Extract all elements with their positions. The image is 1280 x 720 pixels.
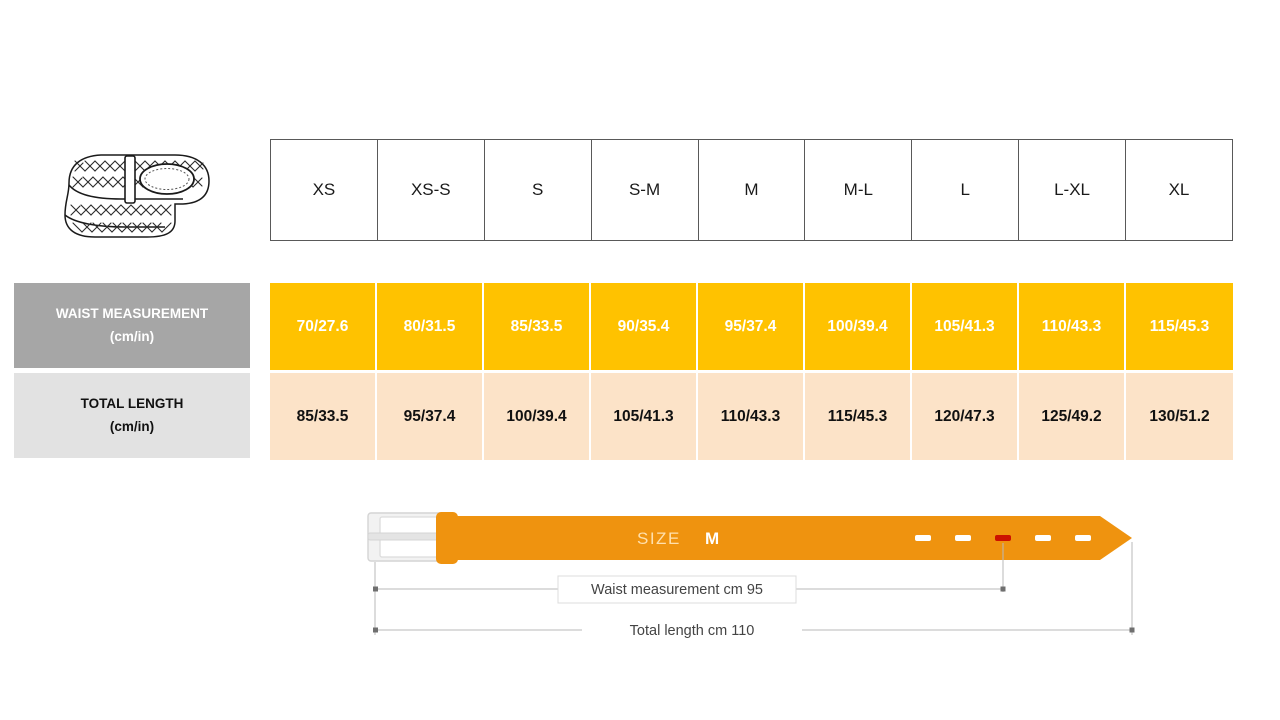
size-header-cell-l: L [911, 139, 1020, 241]
belt-buckle-icon [367, 512, 447, 562]
belt-keeper-loop [124, 155, 136, 204]
size-header-cell-s: S [483, 139, 592, 241]
size-header-cell-xs: XS [270, 139, 378, 241]
woven-belt-icon [64, 154, 210, 238]
table-row: 85/33.5 95/37.4 100/39.4 105/41.3 110/43… [270, 373, 1233, 460]
total-length-values-table: 85/33.5 95/37.4 100/39.4 105/41.3 110/43… [270, 373, 1233, 460]
belt-hole-5 [1075, 535, 1091, 541]
row-label-waist-measurement: WAIST MEASUREMENT (cm/in) [14, 283, 250, 368]
total-value-l: 120/47.3 [912, 373, 1019, 460]
total-value-xl: 130/51.2 [1126, 373, 1233, 460]
size-header-cell-l-xl: L-XL [1018, 139, 1126, 241]
total-value-m: 110/43.3 [698, 373, 805, 460]
row-label-total-unit: (cm/in) [109, 418, 155, 434]
row-label-waist-main: WAIST MEASUREMENT [55, 306, 209, 322]
belt-size-value: M [705, 529, 719, 548]
waist-measurement-values-table: 70/27.6 80/31.5 85/33.5 90/35.4 95/37.4 … [270, 283, 1233, 370]
size-header-cell-xs-s: XS-S [376, 139, 485, 241]
belt-hole-1 [915, 535, 931, 541]
waist-value-m-l: 100/39.4 [805, 283, 912, 370]
belt-measurement-diagram: SIZE M Waist measurement cm 95 [360, 500, 1160, 665]
waist-value-l-xl: 110/43.3 [1019, 283, 1126, 370]
total-value-xs-s: 95/37.4 [377, 373, 484, 460]
waist-dimension-label: Waist measurement cm 95 [591, 582, 763, 598]
belt-hole-2 [955, 535, 971, 541]
waist-value-s-m: 90/35.4 [591, 283, 698, 370]
waist-value-m: 95/37.4 [698, 283, 805, 370]
size-header-table: XS XS-S S S-M M M-L L L-XL XL [270, 139, 1233, 241]
belt-strap [446, 516, 1132, 560]
total-value-l-xl: 125/49.2 [1019, 373, 1126, 460]
total-value-xs: 85/33.5 [270, 373, 377, 460]
total-length-dimension-line: Total length cm 110 [373, 618, 1135, 643]
waist-value-l: 105/41.3 [912, 283, 1019, 370]
size-header-cell-s-m: S-M [590, 139, 699, 241]
size-header-cell-m-l: M-L [804, 139, 913, 241]
belt-buckle-oval [139, 163, 195, 195]
total-value-m-l: 115/45.3 [805, 373, 912, 460]
waist-value-s: 85/33.5 [484, 283, 591, 370]
waist-dimension-line: Waist measurement cm 95 [373, 575, 1006, 604]
waist-value-xl: 115/45.3 [1126, 283, 1233, 370]
belt-holes [915, 535, 1091, 541]
row-label-total-length: TOTAL LENGTH (cm/in) [14, 373, 250, 458]
waist-value-xs: 70/27.6 [270, 283, 377, 370]
row-label-waist-unit: (cm/in) [109, 328, 155, 344]
total-length-dimension-label: Total length cm 110 [630, 623, 755, 639]
belt-size-label: SIZE [637, 529, 681, 548]
belt-hole-3-active [995, 535, 1011, 541]
table-row: 70/27.6 80/31.5 85/33.5 90/35.4 95/37.4 … [270, 283, 1233, 370]
size-header-cell-m: M [697, 139, 806, 241]
row-label-total-main: TOTAL LENGTH [80, 396, 184, 412]
dimension-extension-lines [374, 542, 1133, 635]
total-value-s-m: 105/41.3 [591, 373, 698, 460]
size-header-cell-xl: XL [1125, 139, 1233, 241]
total-value-s: 100/39.4 [484, 373, 591, 460]
woven-belt-illustration [55, 143, 220, 243]
size-header-row: XS XS-S S S-M M M-L L L-XL XL [270, 139, 1233, 241]
belt-hole-4 [1035, 535, 1051, 541]
waist-value-xs-s: 80/31.5 [377, 283, 484, 370]
